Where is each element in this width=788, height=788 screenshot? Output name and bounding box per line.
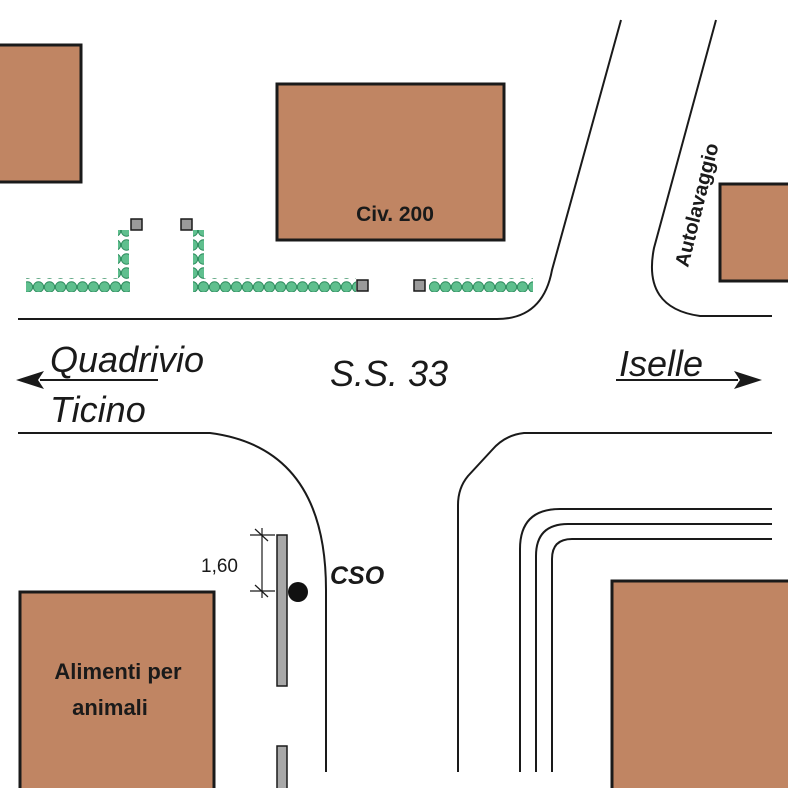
sign-bar-lower [276,745,288,788]
west-destination-line2: Ticino [50,389,146,430]
hedge-row [26,230,533,292]
car-wash-label: Autolavaggio [672,141,724,269]
dimension-marker [250,528,275,598]
road-edge-north-left [18,19,622,320]
pet-food-label-line2: animali [72,695,148,720]
dimension-label: 1,60 [201,556,238,577]
curb-inner-1 [519,508,772,772]
road-name: S.S. 33 [330,353,448,394]
cso-marker-icon [288,582,308,602]
arrow-west-icon [16,371,158,389]
hedge-posts [130,218,426,292]
sign-bar [276,534,288,687]
cso-label: CSO [330,562,385,590]
road-edge-north-right [650,19,772,317]
building-bottom-right [610,579,788,788]
arrow-east-icon [616,371,762,389]
west-destination-line1: Quadrivio [50,339,204,380]
road-edge-south-right [457,432,772,772]
road-edge-south-left [18,432,327,772]
civ-label: Civ. 200 [356,203,434,226]
building-pet-food [18,590,216,788]
east-destination: Iselle [619,343,703,384]
pet-food-label-line1: Alimenti per [54,659,182,684]
curb-inner-2 [535,523,772,772]
building-top-left [0,43,83,184]
building-car-wash [718,182,788,283]
building-civ-200 [275,82,506,242]
curb-inner-3 [551,538,772,772]
